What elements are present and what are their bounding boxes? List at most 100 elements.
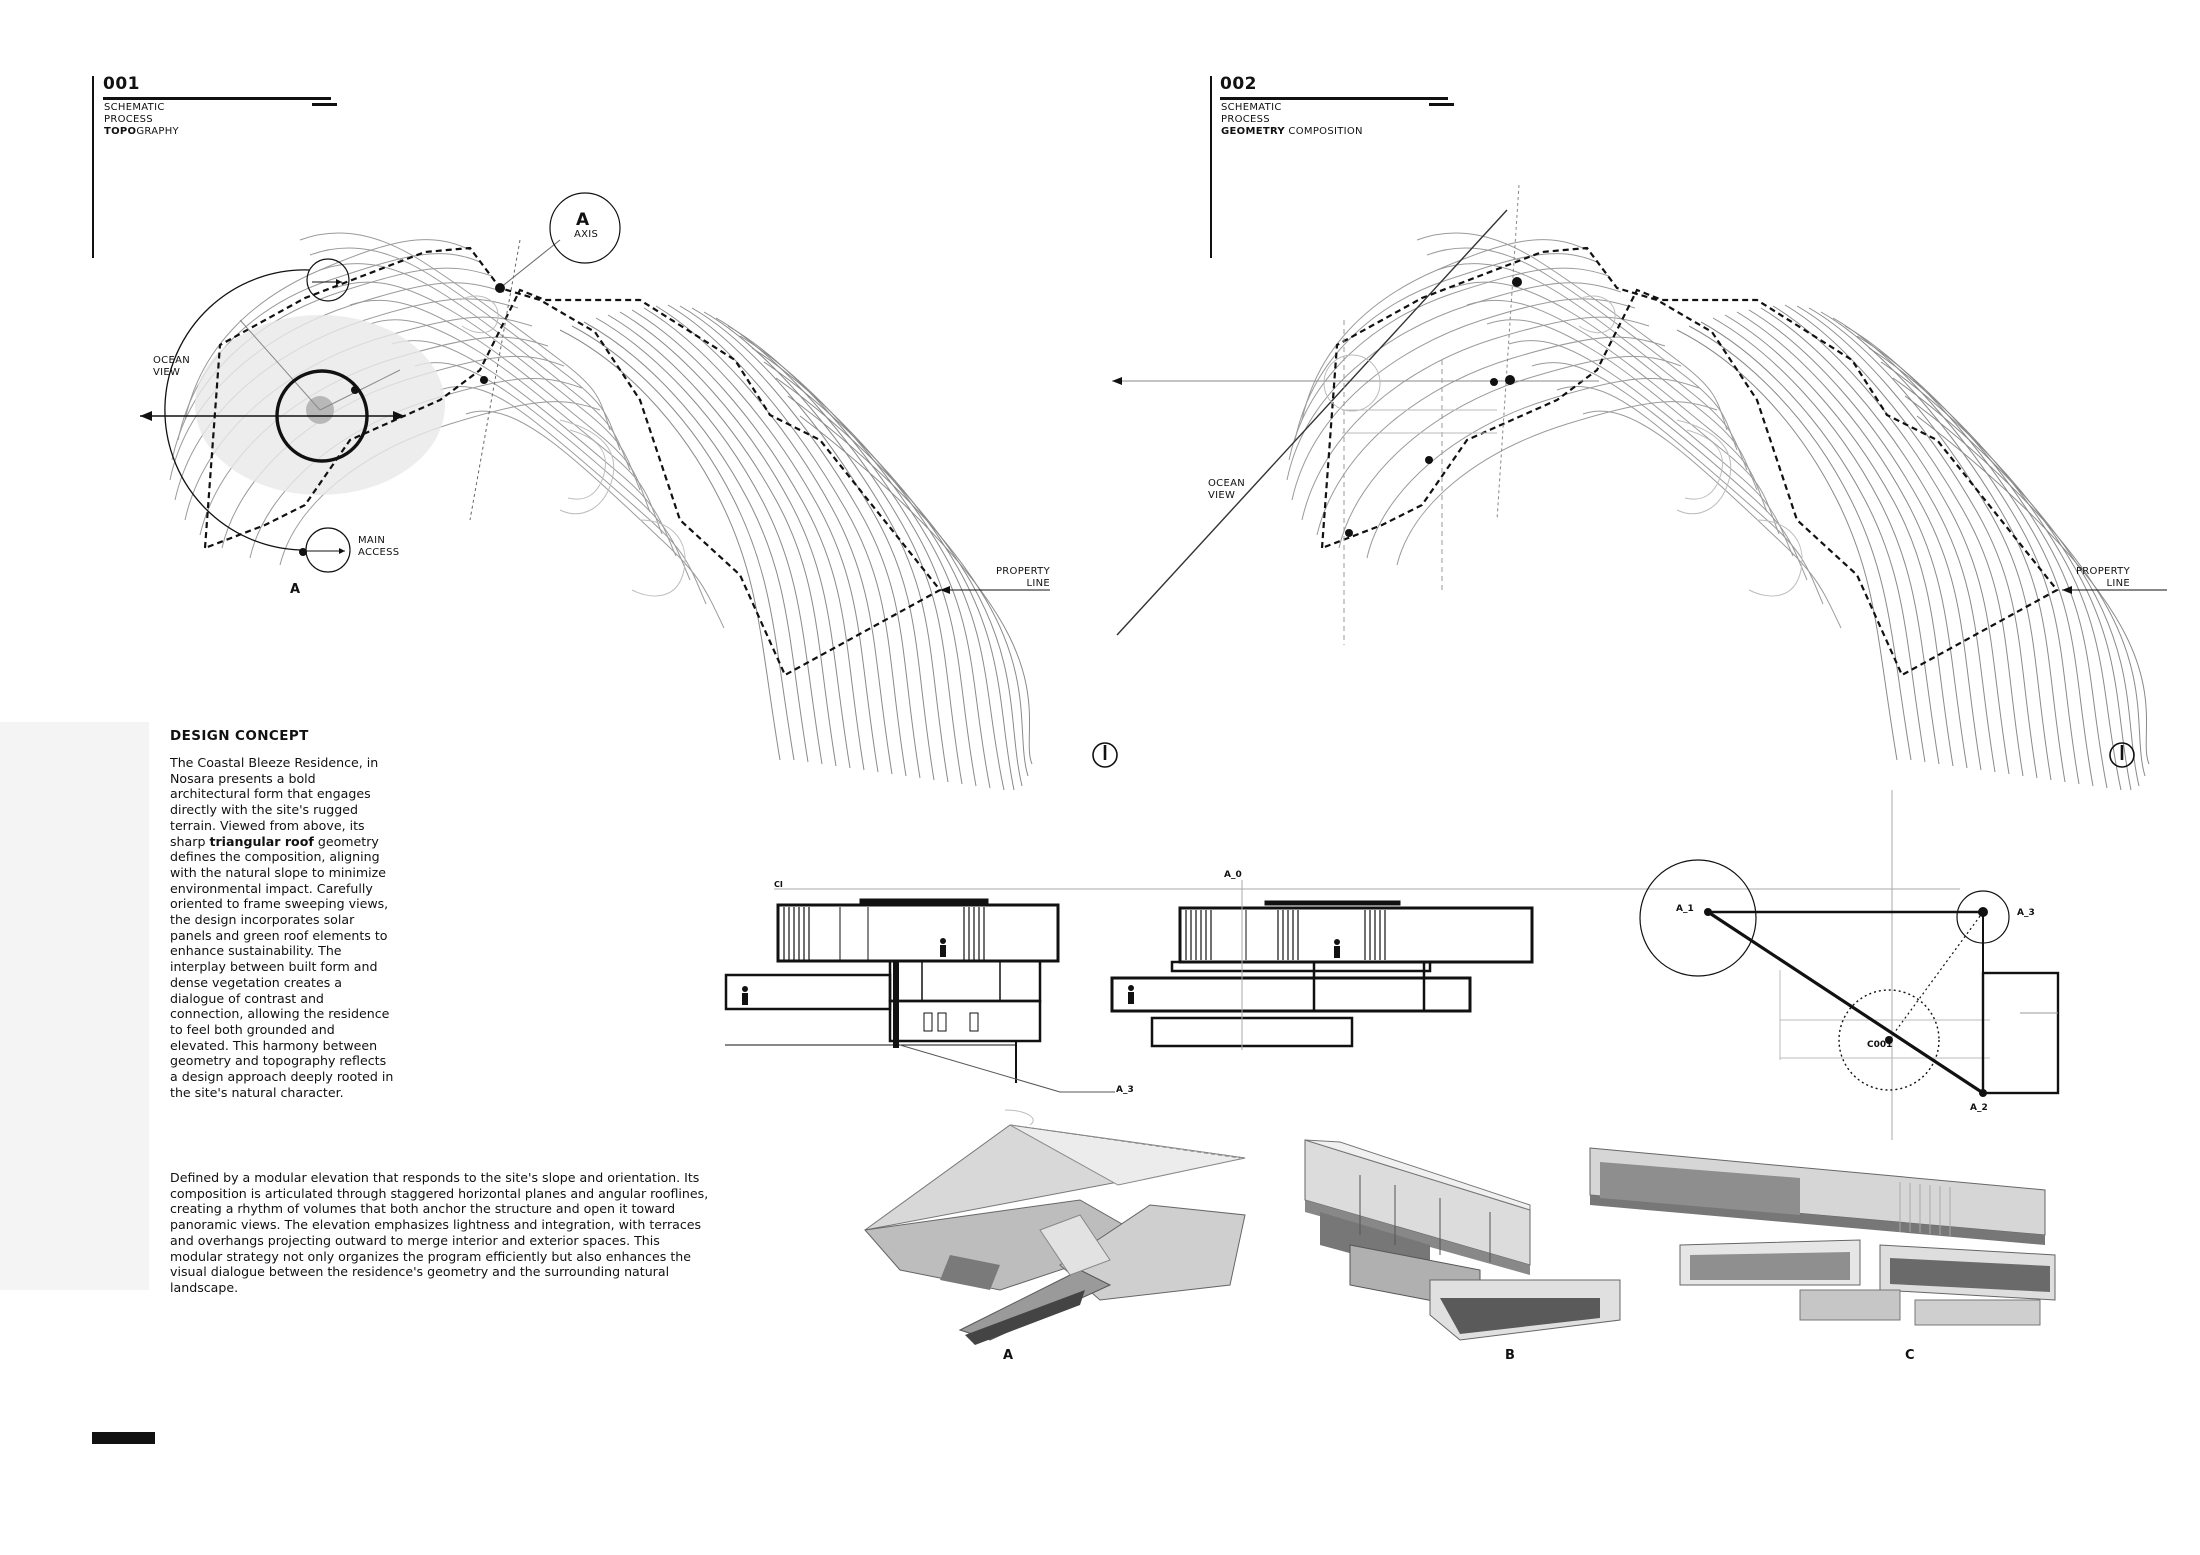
design-concept-title: DESIGN CONCEPT bbox=[170, 728, 309, 744]
view-ray bbox=[239, 319, 321, 411]
arrow-head-left bbox=[140, 411, 152, 421]
middle-glazing bbox=[1890, 1258, 2050, 1292]
panel-number: 001 bbox=[103, 74, 140, 94]
para-1-emphasis: triangular roof bbox=[209, 833, 314, 849]
lower-glazing bbox=[1440, 1298, 1600, 1334]
roof-cap bbox=[1264, 900, 1401, 906]
facade-louvers-right bbox=[1364, 910, 1386, 960]
circle-a1 bbox=[1639, 859, 1757, 977]
main-access-line-1: MAIN bbox=[358, 535, 386, 546]
header-line-3-rest: COMPOSITION bbox=[1284, 126, 1363, 137]
ocean-view-label: OCEAN VIEW bbox=[153, 355, 190, 379]
circle-c001 bbox=[1838, 989, 1940, 1091]
point-a2 bbox=[1979, 1089, 1987, 1097]
roof-edge-dashed bbox=[1009, 1124, 1241, 1159]
facade-louvers-right bbox=[963, 907, 985, 960]
axis-circle bbox=[549, 192, 621, 264]
segment-a1-a2 bbox=[1707, 910, 1984, 1095]
middle-left-glazing bbox=[1690, 1252, 1850, 1280]
node bbox=[1490, 378, 1498, 386]
geometry-label-a2: A_2 bbox=[1970, 1103, 1988, 1113]
human-figure-icon bbox=[742, 986, 748, 1005]
design-concept-paragraph-2: Defined by a modular elevation that resp… bbox=[170, 1170, 709, 1295]
human-figure-icon bbox=[1334, 939, 1340, 958]
shaded-facade bbox=[940, 1255, 1000, 1290]
arrow-head bbox=[339, 548, 345, 554]
axis-label: AXIS bbox=[574, 229, 599, 240]
property-line-line-2: LINE bbox=[2106, 578, 2130, 589]
render-view-b bbox=[1304, 1139, 1621, 1341]
header-line-1: SCHEMATIC bbox=[104, 102, 165, 113]
roof-ornament bbox=[1004, 1109, 1034, 1126]
human-figure-icon bbox=[1128, 985, 1134, 1004]
geometry-label-c001: C001 bbox=[1867, 1040, 1893, 1050]
design-concept-paragraph-1: The Coastal Bleeze Residence, in Nosara … bbox=[170, 755, 395, 1100]
property-line-line-2: LINE bbox=[1026, 578, 1050, 589]
ocean-view-line-1: OCEAN bbox=[153, 355, 190, 366]
property-line-label: PROPERTY LINE bbox=[2070, 566, 2130, 590]
view-label-b: B bbox=[1505, 1348, 1515, 1363]
main-access-line-2: ACCESS bbox=[358, 547, 400, 558]
header-rule bbox=[103, 97, 331, 100]
radius-line bbox=[1888, 911, 1984, 1041]
boundary-point bbox=[1512, 277, 1522, 287]
diagonal-axis bbox=[1116, 209, 1508, 636]
axis-line bbox=[1496, 184, 1520, 521]
slab-edge bbox=[1590, 1195, 2045, 1245]
header-rule bbox=[1220, 97, 1448, 100]
building-footprint bbox=[1981, 971, 2060, 1095]
header-rule-short bbox=[1429, 103, 1454, 106]
window bbox=[937, 1012, 947, 1032]
node bbox=[1345, 529, 1353, 537]
elevation-tag-left: CI bbox=[774, 880, 783, 889]
node bbox=[1425, 456, 1433, 464]
elevation-2 bbox=[1110, 880, 1534, 1050]
section-marker: A bbox=[290, 582, 301, 597]
view-label-a: A bbox=[1003, 1348, 1014, 1363]
axis-letter: A bbox=[576, 210, 590, 230]
site-plan-001 bbox=[140, 192, 1118, 791]
roof-cap bbox=[859, 898, 989, 904]
point-a1 bbox=[1704, 908, 1712, 916]
header-vertical-rule bbox=[92, 76, 94, 258]
para-1-text-rest: geometry defines the composition, aligni… bbox=[170, 833, 394, 1100]
property-line-line-1: PROPERTY bbox=[995, 566, 1050, 577]
facade-louvers-left bbox=[783, 907, 810, 960]
boundary-point bbox=[1505, 375, 1515, 385]
header-line-2: PROCESS bbox=[1221, 114, 1270, 125]
middle-volume bbox=[1110, 976, 1472, 1013]
view-label-c: C bbox=[1905, 1348, 1915, 1363]
leader-line bbox=[899, 1044, 1061, 1093]
ghost-circle bbox=[1323, 354, 1381, 412]
point-c001 bbox=[1885, 1036, 1893, 1044]
lower-volume-right bbox=[1914, 1299, 2041, 1326]
elevation-tag-bottom: A_3 bbox=[1116, 1085, 1134, 1095]
slab-edge bbox=[1305, 1200, 1530, 1275]
glazing-band bbox=[1600, 1162, 1800, 1215]
header-line-3-bold: GEOMETRY bbox=[1221, 126, 1285, 137]
site-plan-002 bbox=[1112, 184, 2167, 791]
facade-louvers-left bbox=[1185, 910, 1212, 960]
render-view-c bbox=[1589, 1147, 2056, 1326]
window bbox=[969, 1012, 979, 1032]
arrow-head-right bbox=[393, 411, 405, 421]
top-view-circle bbox=[306, 258, 350, 302]
property-line-line-1: PROPERTY bbox=[2075, 566, 2130, 577]
elevation-tag-center: A_0 bbox=[1224, 870, 1242, 880]
render-view-a bbox=[864, 1109, 1246, 1345]
axis-leader bbox=[499, 239, 561, 289]
facade-louvers bbox=[1899, 1182, 1951, 1236]
para-1-text: The Coastal Bleeze Residence, in Nosara … bbox=[170, 755, 379, 849]
lower-volume bbox=[1150, 1016, 1354, 1048]
north-arrow-icon bbox=[2109, 742, 2135, 768]
boundary-point bbox=[495, 283, 505, 293]
header-line-3-bold: TOPO bbox=[104, 126, 137, 137]
header-line-3: TOPOGRAPHY bbox=[104, 126, 179, 138]
boundary-point bbox=[351, 386, 359, 394]
lower-volume bbox=[1799, 1289, 1901, 1321]
side-panel-background bbox=[0, 722, 149, 1290]
header-line-1: SCHEMATIC bbox=[1221, 102, 1282, 113]
